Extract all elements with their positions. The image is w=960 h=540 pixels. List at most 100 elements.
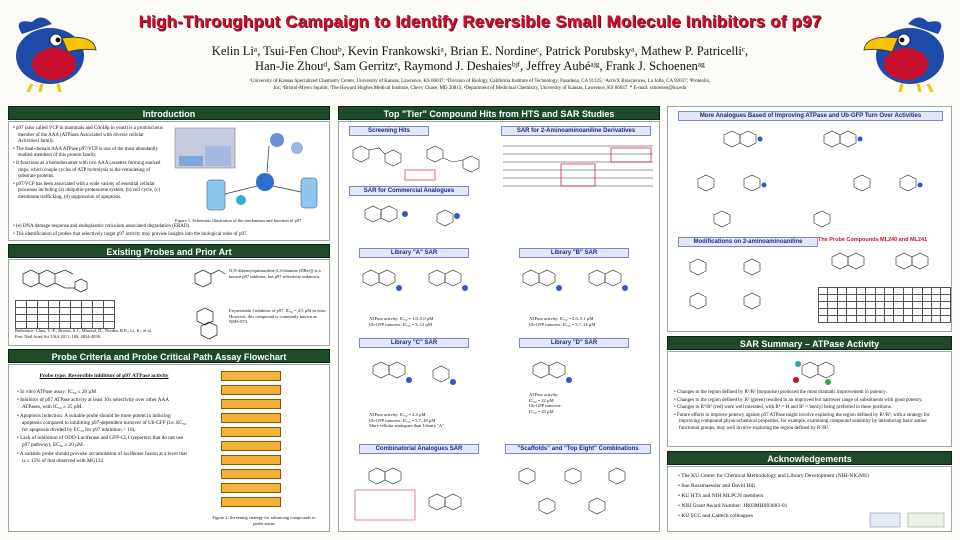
affiliation-line-2: Inc; ᵉBristol-Myers Squibb; ᶠThe Howard … xyxy=(273,86,687,91)
probe-criteria-bullets: In vitro ATPase assay: IC₅₀ ≤ 20 µM Inhi… xyxy=(17,389,187,466)
library-a-activity: ATPase activity: IC₅₀ = 1.0–5.0 µM Ub-GF… xyxy=(369,316,434,327)
sar-bullet: Changes to the region defined by R³ (gre… xyxy=(674,398,946,405)
section-header-acknowledgements: Acknowledgements xyxy=(667,451,952,465)
top-tier-panel: Screening Hits SAR for 2-Aminoaminoanili… xyxy=(338,121,660,532)
dbeq-description: N,N-dibenzylquinazoline-2,4-diamine (DBe… xyxy=(229,268,321,279)
flowchart-step xyxy=(221,399,281,409)
poster-header: High-Throughput Campaign to Identify Rev… xyxy=(0,0,960,100)
intro-bullet: It functions as a homohexamer with two A… xyxy=(13,161,165,181)
probe-properties-table xyxy=(817,287,951,323)
prior-art-table xyxy=(15,300,115,329)
ack-item: The KU Center for Chemical Methodology a… xyxy=(678,471,878,481)
flowchart-step xyxy=(221,385,281,395)
probe-criteria-panel: Probe type: Reversible inhibitor of p97 … xyxy=(8,364,330,532)
label-sar-aminoaniline: SAR for 2-Aminoaminoaniline Derivatives xyxy=(501,126,651,136)
column-right: More Analogues Based of Improving ATPase… xyxy=(667,106,952,534)
section-header-introduction: Introduction xyxy=(8,106,330,120)
figure-1-caption: Figure 1. Schematic illustration of the … xyxy=(175,218,302,223)
label-scaffolds: "Scaffolds" and "Top Eight" Combinations xyxy=(505,444,651,454)
flowchart-step xyxy=(221,497,281,507)
acknowledgement-list: The KU Center for Chemical Methodology a… xyxy=(678,471,878,521)
author-line-2: Han-Jie Zhouᵈ, Sam Gerritzᵉ, Raymond J. … xyxy=(255,59,705,73)
introduction-bullets: p97 (also called VCP in mammals and Cdc4… xyxy=(13,126,165,203)
intro-bullet: p97 (also called VCP in mammals and Cdc4… xyxy=(13,126,165,146)
label-library-b: Library "B" SAR xyxy=(519,248,629,258)
intro-bullet: (e) DNA damage response and endoplasmic … xyxy=(13,224,327,231)
label-combinatorial-sar: Combinatorial Analogues SAR xyxy=(359,444,479,454)
library-a-structures-icon xyxy=(362,269,468,291)
poster-title: High-Throughput Campaign to Identify Rev… xyxy=(138,12,822,31)
flowchart-step xyxy=(221,413,281,423)
commercial-analogue-structures-icon xyxy=(364,205,460,227)
analogues-panel: More Analogues Based of Improving ATPase… xyxy=(667,106,952,332)
existing-probes-panel: Reference: Chou, T.-F.; Brown, S.J.; Min… xyxy=(8,259,330,346)
dbeq-structure-icon xyxy=(22,269,88,293)
nms-structure-icon xyxy=(196,307,218,340)
prior-art-reference: Reference: Chou, T.-F.; Brown, S.J.; Min… xyxy=(15,328,152,339)
introduction-panel: p97 (also called VCP in mammals and Cdc4… xyxy=(8,121,330,241)
library-d-structures-icon xyxy=(532,361,572,383)
ack-item: Sue Rossmaessler and David Hill xyxy=(678,481,878,491)
library-b-activity: ATPase activity: IC₅₀ = 2.0–5.1 µM Ub-GF… xyxy=(529,316,596,327)
label-probe-compounds: The Probe Compounds ML240 and ML241 xyxy=(818,237,928,243)
intro-bullet: The identification of probes that select… xyxy=(13,232,327,239)
figure-2-caption: Figure 2. Screening strategy for advanci… xyxy=(212,515,316,526)
flowchart-step xyxy=(221,455,281,465)
affiliation-line-1: ᵃUniversity of Kansas Specialized Chemis… xyxy=(249,79,711,84)
section-header-sar-summary: SAR Summary – ATPase Activity xyxy=(667,336,952,350)
label-library-c: Library "C" SAR xyxy=(359,338,469,348)
section-header-probe-criteria: Probe Criteria and Probe Critical Path A… xyxy=(8,349,330,363)
column-left: Introduction p97 (also called VCP in mam… xyxy=(8,106,330,534)
library-c-activity: ATPase activity: IC₅₀ = 2.4 µM Ub-GFP tu… xyxy=(369,412,445,428)
eeyarestatin-description: Eeyarestatin I inhibitor of p97, IC₅₀ = … xyxy=(229,308,327,324)
sar-aminoaniline-table-icon xyxy=(503,145,653,187)
funding-logos-icon xyxy=(869,512,945,528)
eeyarestatin-structure-icon xyxy=(194,269,226,288)
criteria-bullet: Inhibitor of p97 ATPase activity at leas… xyxy=(17,397,187,411)
author-list: Kelin Liᵃ, Tsui-Fen Chouᵇ, Kevin Frankow… xyxy=(120,44,840,74)
label-more-analogues: More Analogues Based of Improving ATPase… xyxy=(678,111,943,121)
sar-summary-panel: Changes to the region defined by R¹/R² (… xyxy=(667,351,952,447)
flowchart-step xyxy=(221,371,281,381)
ack-item: KU SCC and Caltech colleagues xyxy=(678,511,878,521)
library-d-activity: ATPase activity: IC₅₀ = 22 µM Ub-GFP tur… xyxy=(529,392,562,414)
section-header-top-tier: Top "Tier" Compound Hits from HTS and SA… xyxy=(338,106,660,120)
ack-item: NIH Grant Award Number: 1R03MH083683-01 xyxy=(678,501,878,511)
introduction-bullets-bottom: (e) DNA damage response and endoplasmic … xyxy=(13,224,327,239)
column-middle: Top "Tier" Compound Hits from HTS and SA… xyxy=(338,106,660,534)
criteria-bullet: Lack of inhibition of ODD-Luciferase and… xyxy=(17,435,187,449)
library-c-structures-icon xyxy=(372,361,456,385)
criteria-bullet: A suitable probe should provoke accumula… xyxy=(17,451,187,465)
sar-bullet: Future efforts to improve potency agains… xyxy=(674,413,946,433)
screening-hit-structures-icon xyxy=(352,145,480,181)
modification-structures-icon xyxy=(689,258,761,310)
acknowledgements-panel: The KU Center for Chemical Methodology a… xyxy=(667,466,952,532)
flowchart-step xyxy=(221,441,281,451)
flowchart-step xyxy=(221,483,281,493)
affiliations: ᵃUniversity of Kansas Specialized Chemis… xyxy=(90,78,870,92)
label-screening-hits: Screening Hits xyxy=(349,126,429,136)
label-sar-commercial: SAR for Commercial Analogues xyxy=(349,186,469,196)
library-b-structures-icon xyxy=(522,269,628,291)
ack-item: KU HTS and NIH MLPCN members xyxy=(678,491,878,501)
jayhawk-mascot-right-icon xyxy=(863,17,944,92)
probe-compound-structures-icon xyxy=(831,252,929,270)
sar-bullet: Changes to the region defined by R¹/R² (… xyxy=(674,390,946,397)
flowchart-step xyxy=(221,427,281,437)
probe-type-heading: Probe type: Reversible inhibitor of p97 … xyxy=(39,373,169,379)
sar-core-structure-icon xyxy=(793,361,835,385)
intro-bullet: The dual-domain AAA ATPase p97/VCP is on… xyxy=(13,147,165,160)
flowchart-step xyxy=(221,469,281,479)
author-line-1: Kelin Liᵃ, Tsui-Fen Chouᵇ, Kevin Frankow… xyxy=(211,44,749,58)
criteria-bullet: In vitro ATPase assay: IC₅₀ ≤ 20 µM xyxy=(17,389,187,396)
intro-bullet: p97/VCP has been associated with a wide … xyxy=(13,182,165,202)
criteria-bullet: Apoptosis induction: A suitable probe sh… xyxy=(17,413,187,435)
label-modifications: Modifications on 2-aminoaminoaniline xyxy=(678,237,818,247)
jayhawk-mascot-left-icon xyxy=(16,17,97,92)
label-library-a: Library "A" SAR xyxy=(359,248,469,258)
combinatorial-structures-icon xyxy=(354,467,462,521)
label-library-d: Library "D" SAR xyxy=(519,338,629,348)
analogue-structures-icon xyxy=(697,130,923,228)
sar-summary-bullets: Changes to the region defined by R¹/R² (… xyxy=(674,390,946,434)
